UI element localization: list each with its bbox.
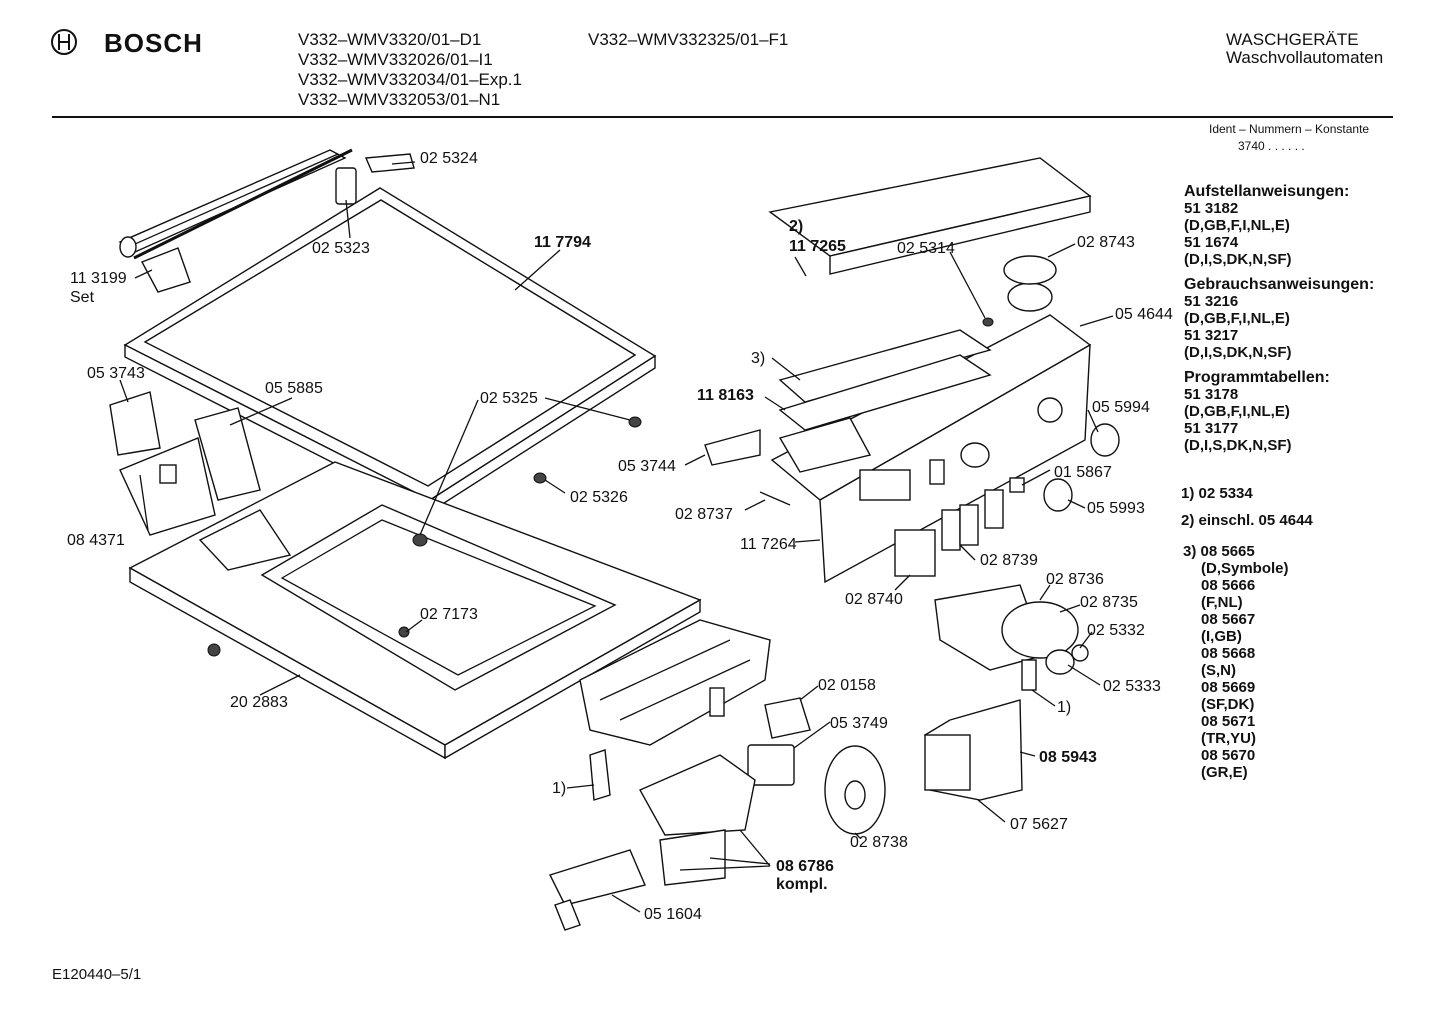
part-label: 20 2883 xyxy=(230,694,288,711)
footnote-2: 2) einschl. 05 4644 xyxy=(1181,512,1313,529)
footnote-3-item: 08 5666 xyxy=(1201,577,1256,594)
base-frame-part xyxy=(128,461,702,760)
part-label: 08 4371 xyxy=(67,532,125,549)
part-label: 02 8738 xyxy=(850,834,908,851)
ref-item: 51 3217 xyxy=(1184,327,1239,344)
part-label: 11 7265 xyxy=(789,238,846,255)
ref-item: (D,GB,F,I,NL,E) xyxy=(1184,310,1290,327)
timer-motor-parts xyxy=(924,584,1089,801)
part-label: 11 7264 xyxy=(740,536,797,553)
part-label: 02 5326 xyxy=(570,489,628,506)
part-label-set: Set xyxy=(70,289,95,306)
footnote-3-head: 3) 08 5665 xyxy=(1183,543,1255,560)
footnote-3-item: (SF,DK) xyxy=(1201,696,1255,713)
model-col2: V332–WMV332325/01–F1 xyxy=(588,30,789,49)
footnote-3-item: (S,N) xyxy=(1201,662,1236,679)
bosch-logo xyxy=(50,28,78,61)
part-label: 02 8739 xyxy=(980,552,1038,569)
footnote-marker: 3) xyxy=(751,350,766,367)
part-label: 02 8736 xyxy=(1046,571,1104,588)
brand-name: BOSCH xyxy=(104,28,203,58)
document-references: Aufstellanweisungen: 51 3182 (D,GB,F,I,N… xyxy=(1184,183,1374,454)
part-label: 02 5314 xyxy=(897,240,955,257)
footnote-3-item: (D,Symbole) xyxy=(1201,560,1289,577)
part-label: 02 5325 xyxy=(480,390,538,407)
footnote-marker: 1) xyxy=(552,780,567,797)
footnote-marker: 2) xyxy=(789,218,804,235)
part-label: 08 5943 xyxy=(1039,749,1097,766)
part-label: 11 7794 xyxy=(534,234,591,251)
part-label: 07 5627 xyxy=(1010,816,1068,833)
detergent-drawer-parts xyxy=(109,391,261,536)
footnote-marker: 1) xyxy=(1057,699,1072,716)
ref-item: (D,I,S,DK,N,SF) xyxy=(1184,251,1292,268)
ref-item: (D,GB,F,I,NL,E) xyxy=(1184,217,1290,234)
footnote-3-item: 08 5667 xyxy=(1201,611,1256,628)
hinge-rod-part xyxy=(118,148,415,293)
category-title: WASCHGERÄTE xyxy=(1226,30,1359,49)
switch-assembly xyxy=(549,697,886,931)
subcategory-title: Waschvollautomaten xyxy=(1226,48,1384,67)
part-label: 05 5994 xyxy=(1092,399,1150,416)
ref-item: 51 1674 xyxy=(1184,234,1239,251)
footnote-1: 1) 02 5334 xyxy=(1181,485,1253,502)
part-label-kompl: kompl. xyxy=(776,876,828,893)
model-line: V332–WMV3320/01–D1 xyxy=(298,30,482,49)
ident-label: Ident – Nummern – Konstante xyxy=(1209,122,1370,136)
part-label: 11 8163 xyxy=(697,387,754,404)
ref-item: 51 3177 xyxy=(1184,420,1239,437)
part-label: 05 3749 xyxy=(830,715,888,732)
leader-lines xyxy=(119,161,1114,913)
part-label: 05 1604 xyxy=(644,906,702,923)
footnote-3-item: (F,NL) xyxy=(1201,594,1243,611)
footnote-3-item: 08 5668 xyxy=(1201,645,1256,662)
ref-heading: Gebrauchsanweisungen: xyxy=(1184,276,1375,293)
footnote-3-item: (GR,E) xyxy=(1201,764,1248,781)
footnote-3-list: 3) 08 5665 (D,Symbole) 08 5666 (F,NL) 08… xyxy=(1183,543,1289,781)
model-line: V332–WMV332034/01–Exp.1 xyxy=(298,70,522,89)
part-label: 02 8743 xyxy=(1077,234,1135,251)
footnote-3-item: (I,GB) xyxy=(1201,628,1242,645)
footnote-3-item: 08 5671 xyxy=(1201,713,1256,730)
part-label: 05 3744 xyxy=(618,458,676,475)
part-label: 05 3743 xyxy=(87,365,145,382)
ref-item: 51 3178 xyxy=(1184,386,1239,403)
part-label: 05 5993 xyxy=(1087,500,1145,517)
ref-item: 51 3216 xyxy=(1184,293,1239,310)
control-panel-housing xyxy=(768,157,1092,584)
part-label: 02 8737 xyxy=(675,506,733,523)
ref-heading: Programmtabellen: xyxy=(1184,369,1330,386)
part-label: 05 5885 xyxy=(265,380,323,397)
part-label: 02 8740 xyxy=(845,591,903,608)
part-label: 02 8735 xyxy=(1080,594,1138,611)
part-label: 11 3199 xyxy=(70,270,127,287)
part-label: 01 5867 xyxy=(1054,464,1112,481)
footnote-3-item: (TR,YU) xyxy=(1201,730,1256,747)
ref-heading: Aufstellanweisungen: xyxy=(1184,183,1350,200)
ref-item: (D,GB,F,I,NL,E) xyxy=(1184,403,1290,420)
part-label: 02 0158 xyxy=(818,677,876,694)
footnote-3-item: 08 5670 xyxy=(1201,747,1256,764)
model-line: V332–WMV332053/01–N1 xyxy=(298,90,501,109)
part-label: 08 6786 xyxy=(776,858,834,875)
knobs-switches xyxy=(704,423,1120,577)
ref-item: 51 3182 xyxy=(1184,200,1239,217)
ref-item: (D,I,S,DK,N,SF) xyxy=(1184,344,1292,361)
model-line: V332–WMV332026/01–I1 xyxy=(298,50,493,69)
model-list-col1: V332–WMV3320/01–D1 V332–WMV332026/01–I1 … xyxy=(298,30,522,110)
drawing-id: E120440–5/1 xyxy=(52,966,142,983)
part-label: 02 5323 xyxy=(312,240,370,257)
bracket-assembly xyxy=(579,619,771,801)
part-label: 02 5333 xyxy=(1103,678,1161,695)
ident-value: 3740 . . . . . . xyxy=(1238,139,1305,153)
part-label: 02 7173 xyxy=(420,606,478,623)
bosch-armature-icon xyxy=(51,29,77,55)
part-label: 02 5324 xyxy=(420,150,478,167)
part-label: 02 5332 xyxy=(1087,622,1145,639)
part-label: 05 4644 xyxy=(1115,306,1173,323)
ref-item: (D,I,S,DK,N,SF) xyxy=(1184,437,1292,454)
footnote-3-item: 08 5669 xyxy=(1201,679,1256,696)
